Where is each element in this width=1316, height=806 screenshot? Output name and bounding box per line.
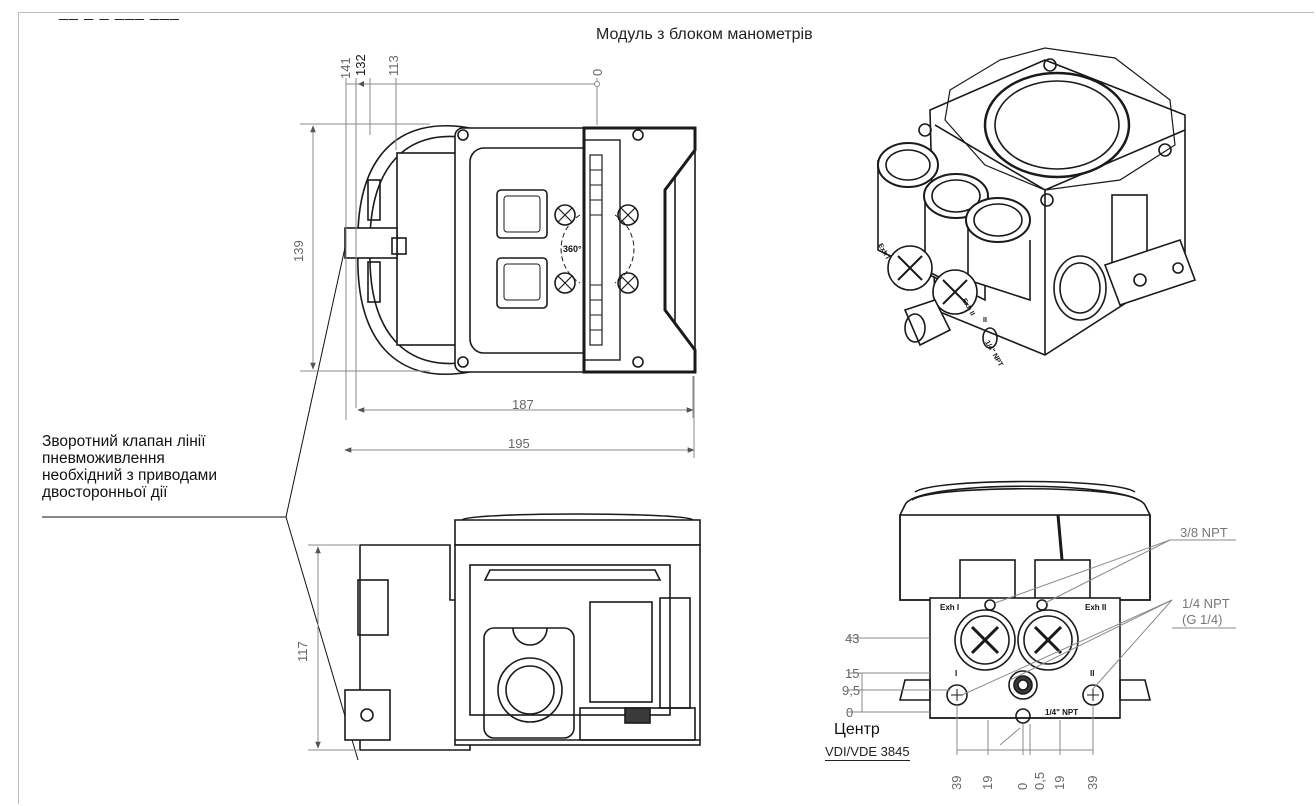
front-port-labels: Exh I Exh II I II 1/4" NPT [940,603,1106,717]
dim-141: 141 [338,57,353,79]
note-leaders [42,242,359,761]
drawing-title: Модуль з блоком манометрів [596,26,813,43]
port-label: 1/4" NPT [1045,708,1078,717]
note-line: Зворотний клапан лінії [42,433,206,450]
dim-15: 15 [845,666,860,681]
dim-187: 187 [512,397,534,412]
port-label: II [1090,669,1094,678]
callout-leaders [961,539,1236,696]
dim-9-5: 9,5 [842,683,861,698]
dim-19-right: 19 [1052,775,1067,790]
callout-3-8-npt: 3/8 NPT [1180,525,1228,540]
iso-label: 1/4" NPT [983,340,1004,369]
iso-view [877,47,1197,356]
dim-0-bottom: 0 [1015,782,1030,790]
dim-43: 43 [845,631,860,646]
side-view [344,513,701,751]
dim-132: 132 [353,54,368,76]
dim-39-left: 39 [949,775,964,790]
vdi-standard-label: VDI/VDE 3845 [825,744,910,761]
front-view [898,480,1152,724]
note-line: двосторонньої дії [42,484,168,501]
side-view-dimension [308,544,360,751]
dim-0-5: 0,5 [1032,771,1047,790]
port-label: Exh II [1085,603,1106,612]
dim-39-right: 39 [1085,775,1100,790]
callout-1-4-npt: 1/4 NPT [1182,596,1230,611]
top-view [344,125,697,375]
dim-0-top: 0 [590,68,605,76]
check-valve-note: Зворотний клапан лінії пневможивлення не… [42,433,292,501]
note-line: пневможивлення [42,450,165,467]
dim-195: 195 [508,436,530,451]
dim-117: 117 [295,641,310,662]
port-label: I [955,669,957,678]
dim-19-left: 19 [980,775,995,790]
rotation-label: 360° [563,244,582,254]
iso-label: II [983,317,987,324]
top-view-dimensions [300,78,695,458]
dim-113: 113 [386,55,401,76]
dim-0-left: 0 [846,705,854,720]
drawing-frame: __ _ _ ___ ___ [18,4,1314,804]
note-line: необхідний з приводами [42,467,217,484]
callout-g-1-4: (G 1/4) [1182,612,1223,627]
dim-139: 139 [291,240,306,262]
header-fragment: __ _ _ ___ ___ [59,4,180,21]
port-label: Exh I [940,603,959,612]
centre-label: Центр [834,721,880,738]
front-view-dimensions [848,637,1094,755]
